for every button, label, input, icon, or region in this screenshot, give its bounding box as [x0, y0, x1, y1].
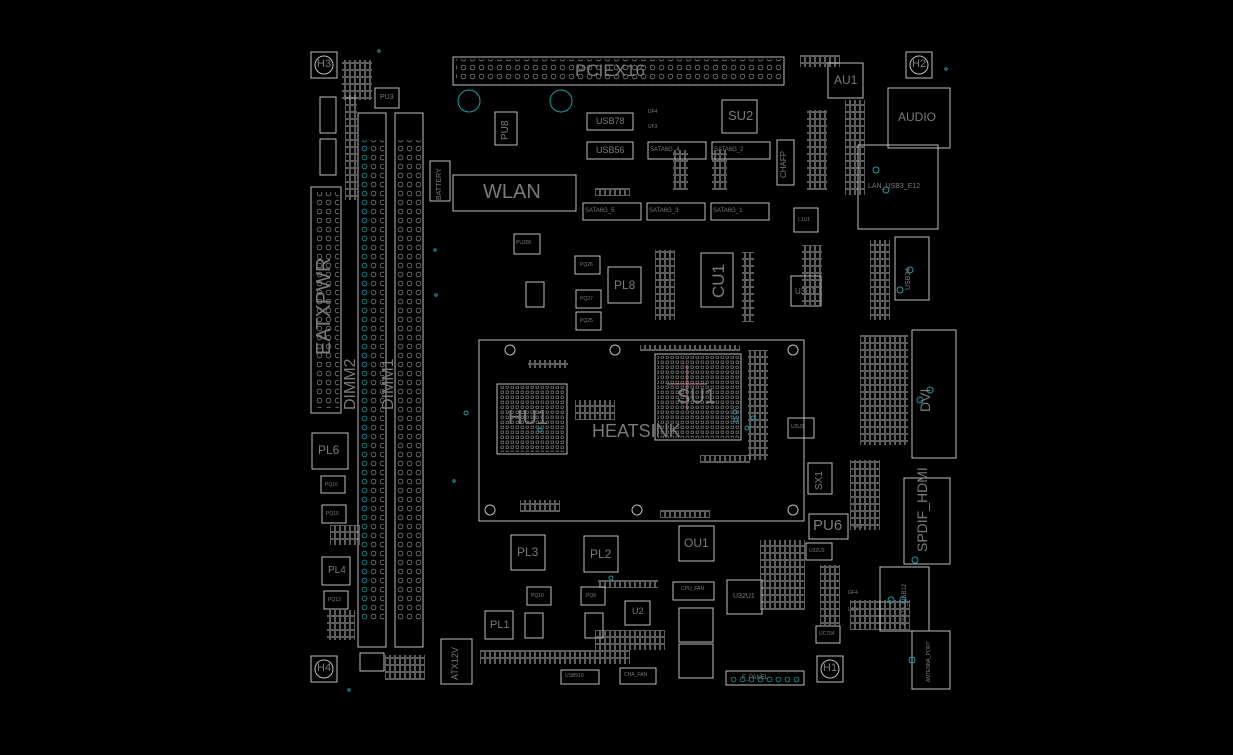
lan-usb-connector[interactable]	[857, 144, 939, 230]
cpu-fan-header[interactable]	[672, 581, 715, 601]
battery-holder	[429, 160, 451, 202]
chip-uc704[interactable]	[815, 625, 841, 644]
dimm2-slot[interactable]	[357, 112, 387, 648]
chip-su2[interactable]	[721, 99, 758, 134]
mosfet-pq8[interactable]	[580, 586, 606, 606]
usb34-connector[interactable]	[894, 236, 930, 301]
mosfet-pq27[interactable]	[575, 289, 602, 309]
heatsink-outline	[478, 339, 805, 522]
chip-u3u3[interactable]	[678, 607, 714, 643]
inductor-pl8[interactable]	[607, 266, 642, 304]
mounting-hole-h1	[816, 655, 844, 683]
chip-u2[interactable]	[624, 600, 651, 626]
mosfet-pq10[interactable]	[526, 586, 552, 606]
chip-l1u1[interactable]	[793, 207, 819, 233]
usb56-header[interactable]	[586, 141, 634, 160]
chip-u3u4[interactable]	[678, 643, 714, 679]
smd-parts	[327, 55, 910, 680]
chip-pu3[interactable]	[374, 87, 400, 109]
dvi-connector[interactable]	[911, 329, 957, 459]
chip-cu1[interactable]	[700, 252, 734, 308]
cha-fan-header[interactable]	[619, 667, 657, 685]
mosfet-pq16[interactable]	[320, 475, 346, 494]
chip-pu6[interactable]	[808, 513, 849, 540]
mosfet-pq13a[interactable]	[524, 612, 544, 639]
mosfet-pq25[interactable]	[575, 311, 602, 331]
mosfet-pq28[interactable]	[525, 281, 545, 308]
dimm1-slot[interactable]	[394, 112, 424, 648]
header-left-1	[319, 96, 337, 134]
mosfet-pq13b[interactable]	[584, 612, 604, 639]
inductor-pl4[interactable]	[321, 556, 351, 586]
mosfet-pq19[interactable]	[323, 590, 349, 610]
pciex16-slot[interactable]	[452, 56, 785, 86]
mounting-hole-h4	[310, 655, 338, 683]
header-left-2	[319, 138, 337, 176]
f-panel-header[interactable]	[725, 670, 805, 686]
chip-u32u1[interactable]	[726, 579, 763, 615]
usb78-header[interactable]	[586, 112, 634, 131]
chip-au1[interactable]	[827, 62, 864, 99]
mosfet-pq15[interactable]	[321, 504, 347, 524]
chip-pu300[interactable]	[513, 233, 541, 255]
antenna-port[interactable]	[911, 630, 951, 690]
vias	[347, 49, 948, 692]
mosfet-pq26[interactable]	[574, 255, 601, 275]
mounting-hole-h2	[905, 51, 933, 79]
chip-pu8[interactable]	[494, 111, 518, 146]
wlan-slot[interactable]	[452, 174, 577, 212]
chafp-header[interactable]	[776, 139, 795, 186]
inductor-pl2[interactable]	[583, 535, 619, 573]
esata-usb-connector[interactable]	[879, 566, 930, 632]
chip-u3u2[interactable]	[787, 417, 815, 439]
sata6g-1[interactable]	[710, 202, 770, 221]
inductor-pl6[interactable]	[311, 432, 349, 470]
chip-ou1[interactable]	[678, 525, 715, 562]
usb-front-header[interactable]	[560, 669, 600, 685]
spdif-hdmi-connector[interactable]	[903, 477, 951, 565]
sata6g-3[interactable]	[646, 202, 706, 221]
mounting-hole-h3	[310, 51, 338, 79]
chip-u32u3[interactable]	[805, 542, 833, 561]
eatxpwr-connector[interactable]	[310, 186, 342, 414]
chip-pu3-left[interactable]	[359, 652, 385, 672]
inductor-pl1[interactable]	[484, 610, 514, 640]
atx12v-connector[interactable]	[440, 638, 473, 685]
chip-su1[interactable]	[654, 353, 742, 441]
inductor-pl3[interactable]	[510, 534, 546, 571]
chip-sx1[interactable]	[807, 462, 833, 495]
sata6g-5[interactable]	[582, 202, 642, 221]
chip-hu1[interactable]	[496, 383, 568, 455]
audio-jack[interactable]	[887, 87, 951, 149]
